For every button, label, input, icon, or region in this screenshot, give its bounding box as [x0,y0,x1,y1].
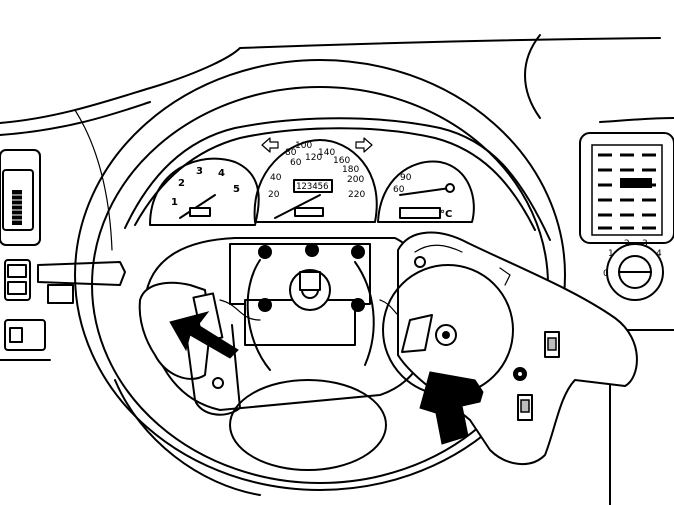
tach-number-1: 1 [171,197,178,208]
speedo-number-80: 80 [285,148,297,158]
airbag-module [382,231,638,466]
speedo-number-200: 200 [347,175,364,185]
fan-dial-number-0: 0 [603,269,609,279]
speedometer: 20 40 60 80 100 120 140 160 180 200 220 … [253,139,378,223]
left-vent-grille-icon [12,190,22,225]
fan-dial-number-4: 4 [656,249,662,259]
right-center-console: 0 1 2 3 4 [579,132,674,505]
right-release-arrow-icon [419,371,484,445]
hub-bolts [258,243,365,312]
temp-unit: °C [440,209,452,220]
speedo-number-180: 180 [342,165,359,175]
fan-speed-dial: 0 1 2 3 4 [603,239,664,301]
lower-hub-cover [229,379,387,471]
fan-dial-number-1: 1 [608,249,614,259]
left-turn-arrow-icon [261,137,279,153]
tach-number-3: 3 [196,166,203,177]
tachometer: 1 2 3 4 5 [149,157,260,226]
instrument-cluster: 1 2 3 4 5 20 40 60 80 100 120 140 160 18… [124,117,551,241]
right-turn-arrow-icon [355,137,373,153]
speedo-number-220: 220 [348,190,365,200]
center-vent-grille-icon [591,144,663,236]
speedo-number-20: 20 [268,190,280,200]
temperature-gauge: 90 60 °C [377,160,475,223]
speedo-number-40: 40 [270,173,282,183]
odometer-reading: 123456 [296,182,329,192]
tach-number-4: 4 [218,168,225,179]
left-release-arrow-icon [169,311,239,359]
temp-label-60: 60 [393,185,405,195]
speedo-number-120: 120 [305,153,322,163]
fan-dial-number-3: 3 [642,239,648,249]
fan-dial-number-2: 2 [624,239,630,249]
speedo-number-140: 140 [318,148,335,158]
tach-number-5: 5 [233,184,240,195]
left-dash-panel [0,149,51,361]
left-stalk [37,261,126,304]
speedo-number-60: 60 [290,158,302,168]
speedo-number-100: 100 [295,141,312,151]
temp-label-90: 90 [400,173,412,183]
tach-number-2: 2 [178,178,185,189]
speedo-number-160: 160 [333,156,350,166]
